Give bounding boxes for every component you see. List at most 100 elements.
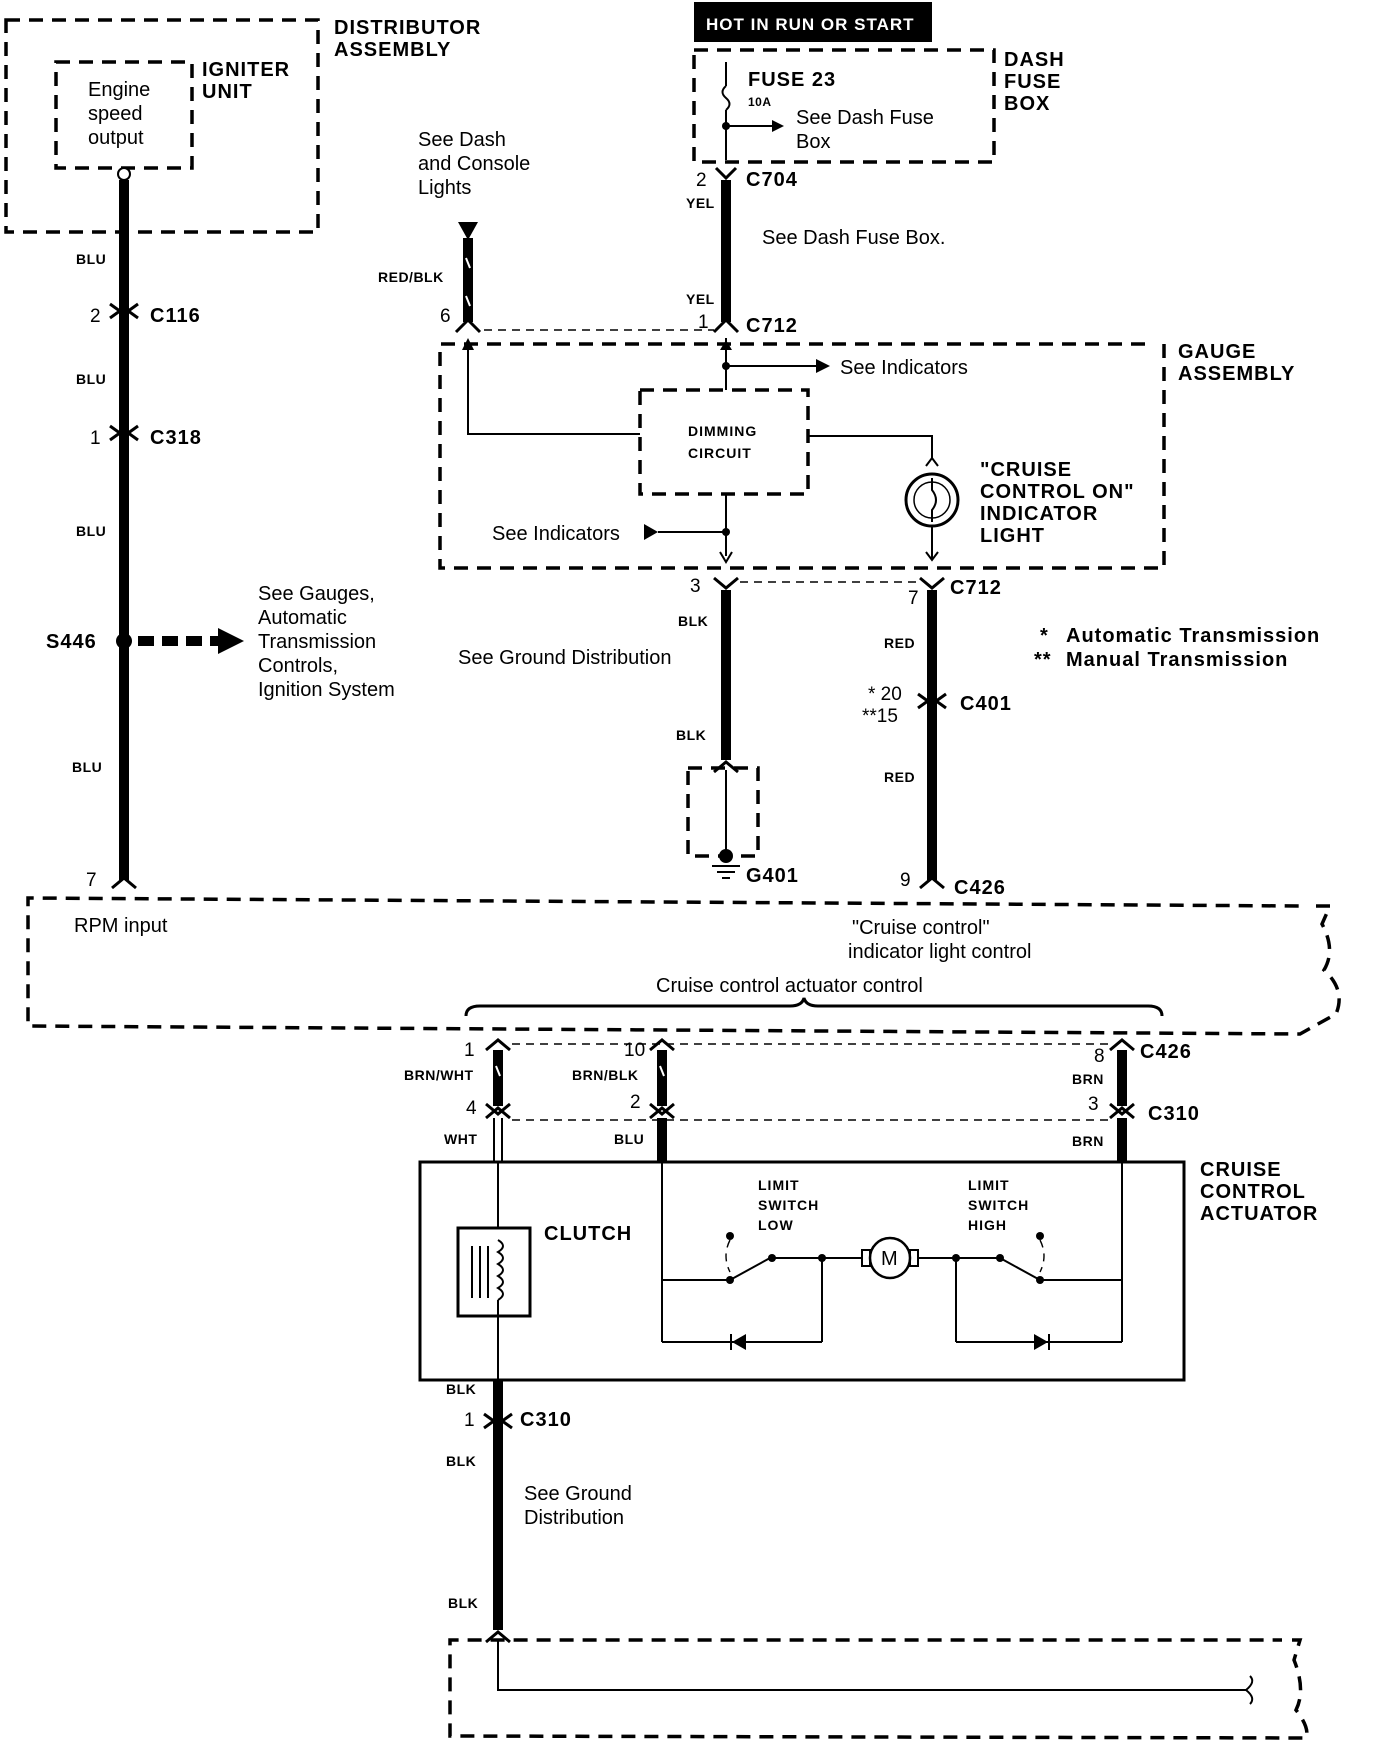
dimming-to-dash-lights-arrow bbox=[462, 338, 474, 350]
wire-label-blu-2: BLU bbox=[76, 371, 106, 387]
fuse-amp-label: 10A bbox=[748, 95, 772, 109]
high-switch-alt-contact bbox=[1036, 1232, 1044, 1240]
indicator-top-arrow bbox=[925, 456, 939, 467]
wire-label-blu-actuator: BLU bbox=[614, 1131, 644, 1147]
see-dash-console-line1: See Dash bbox=[418, 129, 506, 151]
see-ground-distribution-2-line2: Distribution bbox=[524, 1507, 624, 1529]
dimming-circuit-box bbox=[638, 388, 810, 496]
actuator-label-1: CRUISE bbox=[1200, 1159, 1282, 1181]
splice-s446 bbox=[116, 633, 132, 649]
indicator-bottom-arrow bbox=[925, 551, 939, 562]
low-switch-arm-icon bbox=[729, 1257, 771, 1281]
high-diode-icon bbox=[1034, 1334, 1048, 1350]
pin-c310-2: 2 bbox=[630, 1092, 641, 1113]
pin-c310-3: 3 bbox=[1088, 1094, 1099, 1115]
see-ground-distribution-2-line1: See Ground bbox=[524, 1483, 632, 1505]
s446-branch-arrow bbox=[218, 628, 244, 654]
engine-speed-line1: Engine bbox=[88, 79, 150, 101]
legend-auto-mark: * bbox=[1040, 625, 1049, 647]
high-switch-dashed-link bbox=[1039, 1239, 1045, 1273]
wire-label-blk-3: BLK bbox=[446, 1381, 476, 1397]
connector-label-c310-bottom: C310 bbox=[520, 1409, 572, 1431]
see-indicators-2-arrow bbox=[644, 524, 658, 540]
dimming-to-indicator bbox=[808, 435, 933, 458]
c310-pin4-connector bbox=[485, 1102, 511, 1120]
limit-high-label-1: LIMIT bbox=[968, 1177, 1010, 1193]
connector-c712-pin1 bbox=[712, 317, 740, 334]
c310-pin3-connector bbox=[1109, 1102, 1135, 1120]
see-dash-console-line3: Lights bbox=[418, 177, 471, 199]
wire-label-yel-1: YEL bbox=[686, 195, 715, 211]
engine-speed-line2: speed bbox=[88, 103, 143, 125]
c310-pin2-connector bbox=[649, 1102, 675, 1120]
dimming-ground-arrow bbox=[719, 551, 733, 564]
connector-label-c712-bottom: C712 bbox=[950, 577, 1002, 599]
wire-label-blk-5: BLK bbox=[448, 1595, 478, 1611]
legend-manual-text: Manual Transmission bbox=[1066, 649, 1288, 671]
fuse-23-symbol bbox=[721, 85, 731, 111]
limit-low-label-3: LOW bbox=[758, 1217, 794, 1233]
cruise-on-label-1: "CRUISE bbox=[980, 459, 1072, 481]
gauge-label: GAUGE bbox=[1178, 341, 1256, 363]
c426-pin9-terminal bbox=[919, 876, 945, 890]
see-ground-distribution-1: See Ground Distribution bbox=[458, 647, 671, 669]
gauge-assembly-box bbox=[438, 342, 1166, 570]
ground-bus-line bbox=[497, 1640, 1246, 1691]
pin-c401-20: * 20 bbox=[868, 684, 902, 705]
see-dash-console-line2: and Console bbox=[418, 153, 530, 175]
motor-label: M bbox=[881, 1248, 898, 1270]
connector-c401 bbox=[917, 692, 947, 710]
connector-label-c318: C318 bbox=[150, 427, 202, 449]
high-switch-arm-icon bbox=[999, 1257, 1041, 1281]
wire-label-red-blk: RED/BLK bbox=[378, 269, 444, 285]
pin-c712-1: 1 bbox=[698, 312, 709, 333]
actuator-control-brace bbox=[464, 997, 1164, 1017]
clutch-coil-icon bbox=[496, 1239, 504, 1301]
connector-label-c704: C704 bbox=[746, 169, 798, 191]
pin-c712-6: 6 bbox=[440, 306, 451, 327]
dimming-label-2: CIRCUIT bbox=[688, 445, 752, 461]
red-blk-stripe-1 bbox=[465, 257, 471, 269]
wire-label-blu-3: BLU bbox=[76, 523, 106, 539]
cruise-control-unit-box bbox=[26, 896, 1341, 1036]
cruise-indicator-control-line2: indicator light control bbox=[848, 941, 1031, 963]
hot-in-run-label: HOT IN RUN OR START bbox=[706, 15, 915, 34]
cruise-control-actuator-box bbox=[418, 1160, 1186, 1382]
low-switch-alt-contact bbox=[726, 1232, 734, 1240]
gauge-assembly-label: ASSEMBLY bbox=[1178, 363, 1295, 385]
cruise-on-label-2: CONTROL ON" bbox=[980, 481, 1135, 503]
pin-c401-15: **15 bbox=[862, 706, 898, 727]
fuse-branch-arrow bbox=[772, 120, 784, 132]
wire-label-blk-4: BLK bbox=[446, 1453, 476, 1469]
wire-label-brn-1: BRN bbox=[1072, 1071, 1104, 1087]
limit-low-label-2: SWITCH bbox=[758, 1197, 819, 1213]
see-dash-fuse-line1: See Dash Fuse bbox=[796, 107, 934, 129]
c426-pin8-terminal bbox=[1109, 1038, 1135, 1052]
connector-c712-pin6 bbox=[454, 317, 482, 334]
connector-c310-bottom bbox=[483, 1412, 513, 1430]
connector-label-c426-bottom: C426 bbox=[1140, 1041, 1192, 1063]
hot-in-run-banner bbox=[694, 2, 932, 42]
cruise-indicator-filament bbox=[931, 478, 937, 522]
cruise-on-label-3: INDICATOR bbox=[980, 503, 1098, 525]
red-blk-stripe-2 bbox=[465, 295, 471, 307]
dash-label: DASH bbox=[1004, 49, 1065, 71]
ground-bus-break-icon bbox=[1245, 1675, 1254, 1705]
wire-label-brn-blk: BRN/BLK bbox=[572, 1067, 639, 1083]
pin-c310-1: 1 bbox=[464, 1410, 475, 1431]
ground-distribution-box bbox=[448, 1638, 1309, 1740]
see-gauges-line1: See Gauges, bbox=[258, 583, 375, 605]
wire-label-blu-4: BLU bbox=[72, 759, 102, 775]
see-gauges-line2: Automatic bbox=[258, 607, 347, 629]
connector-label-c310-top: C310 bbox=[1148, 1103, 1200, 1125]
engine-speed-line3: output bbox=[88, 127, 144, 149]
connector-c318 bbox=[109, 424, 139, 442]
wire-label-red-1: RED bbox=[884, 635, 915, 651]
engine-speed-terminal bbox=[117, 167, 131, 181]
limit-high-label-3: HIGH bbox=[968, 1217, 1007, 1233]
pin-rpm-7: 7 bbox=[86, 870, 97, 891]
gauge-feed-arrow bbox=[720, 340, 732, 350]
connector-label-c712-top: C712 bbox=[746, 315, 798, 337]
rpm-input-terminal bbox=[111, 876, 137, 890]
connector-label-c401: C401 bbox=[960, 693, 1012, 715]
